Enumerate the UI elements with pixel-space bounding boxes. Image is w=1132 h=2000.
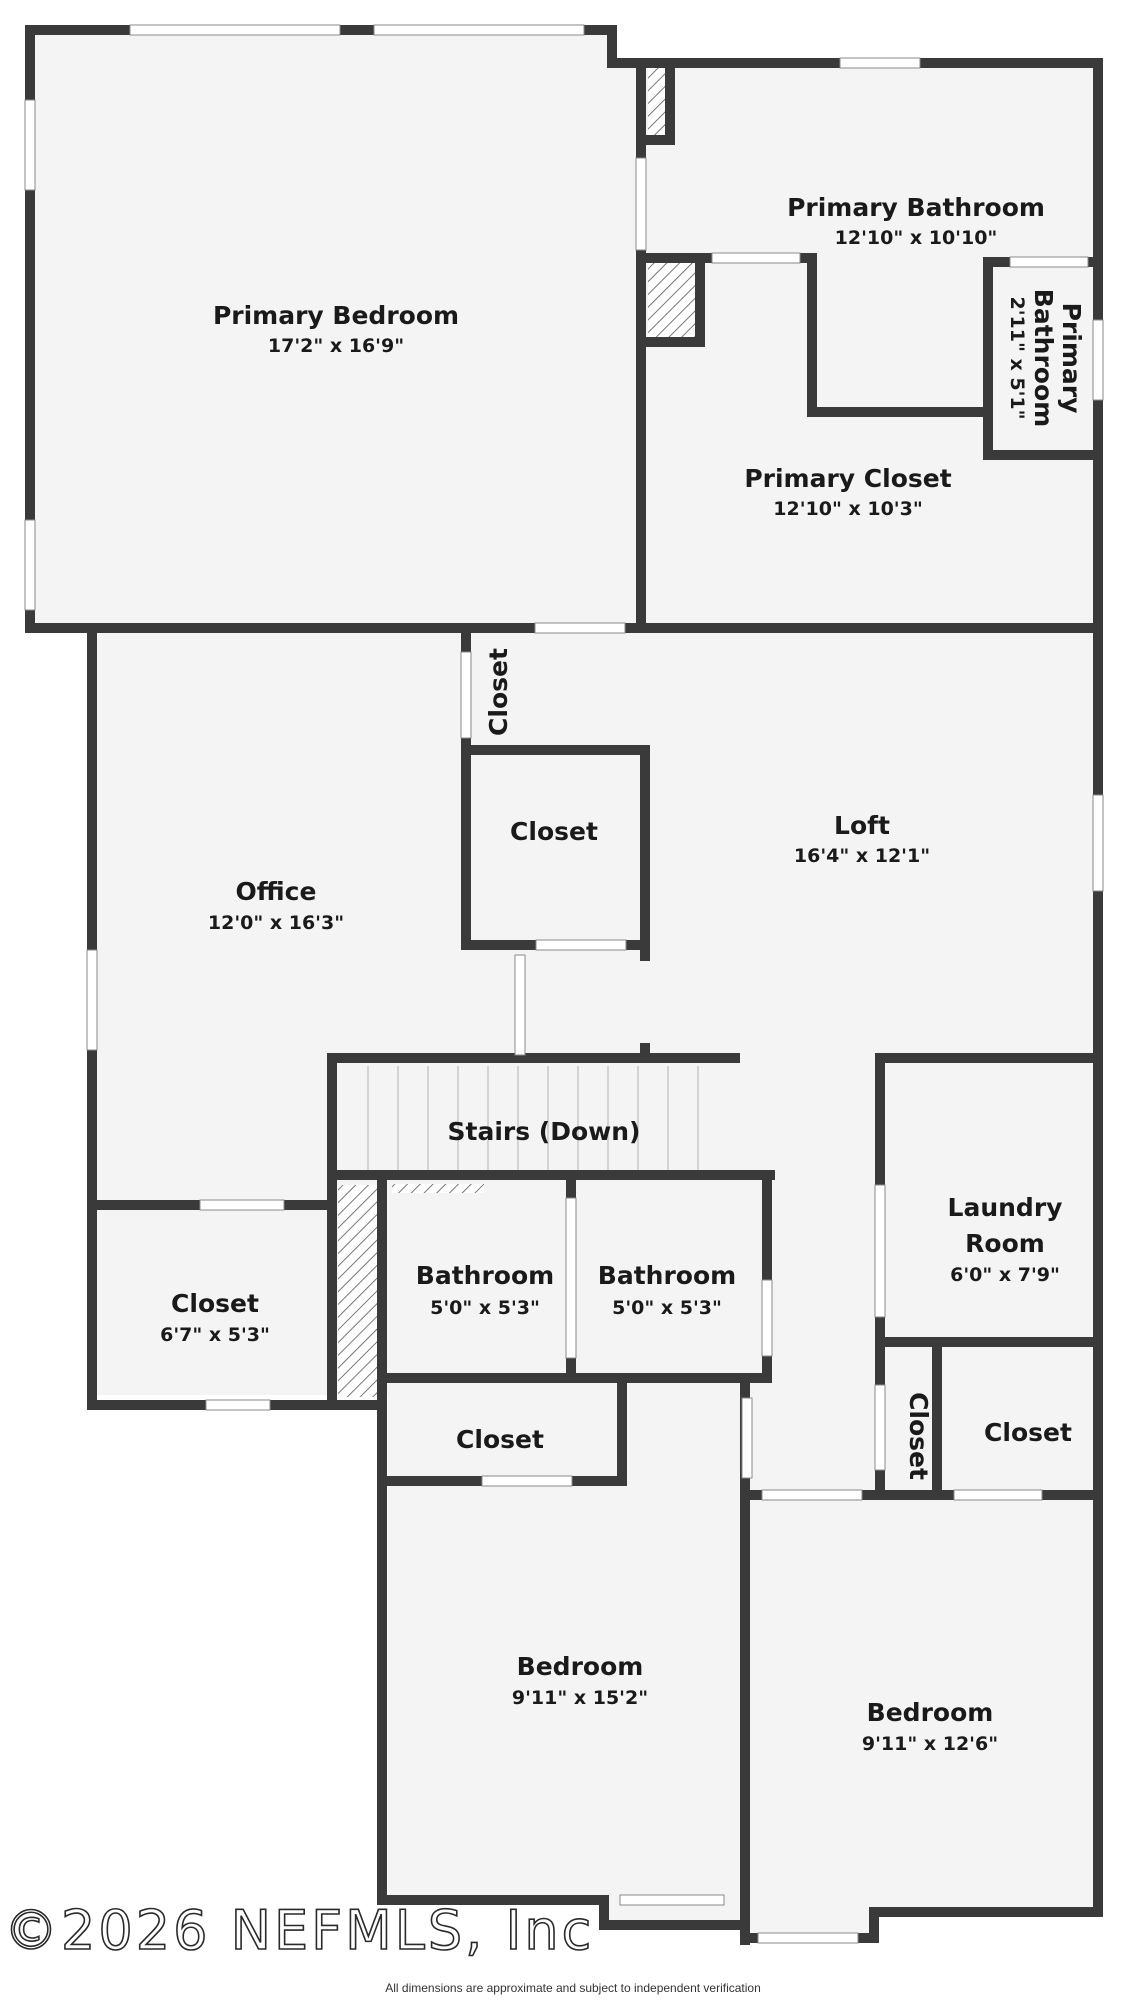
room-name-closet-office: Closet xyxy=(171,1289,259,1318)
room-name-primary-bathroom-small: Primary xyxy=(1057,303,1086,414)
room-name-closet-loft: Closet xyxy=(510,817,598,846)
staircase xyxy=(367,1066,699,1170)
room-dim-bathroom-left: 5'0" x 5'3" xyxy=(430,1297,540,1319)
room-labels: Primary Bedroom 17'2" x 16'9" Primary Ba… xyxy=(160,193,1086,1755)
chimney-shafts xyxy=(338,67,696,1397)
room-name-laundry: Laundry xyxy=(948,1193,1063,1222)
room-name-closet-right: Closet xyxy=(984,1418,1072,1447)
room-name-primary-bedroom: Primary Bedroom xyxy=(213,301,459,330)
disclaimer-text: All dimensions are approximate and subje… xyxy=(385,1981,761,1995)
room-name-loft: Loft xyxy=(834,811,890,840)
room-dim-primary-bedroom: 17'2" x 16'9" xyxy=(268,335,404,357)
room-name-bedroom-left: Bedroom xyxy=(517,1652,644,1681)
room-name-bathroom-right: Bathroom xyxy=(598,1261,736,1290)
room-dim-laundry: 6'0" x 7'9" xyxy=(950,1264,1060,1286)
room-dim-primary-closet: 12'10" x 10'3" xyxy=(773,498,922,520)
room-name-stairs: Stairs (Down) xyxy=(448,1117,641,1146)
room-dim-primary-bathroom: 12'10" x 10'10" xyxy=(835,227,998,249)
room-dim-bathroom-right: 5'0" x 5'3" xyxy=(612,1297,722,1319)
room-dim-office: 12'0" x 16'3" xyxy=(208,912,344,934)
room-dim-primary-bathroom-small: 2'11" x 5'1" xyxy=(1006,296,1028,419)
room-dim-closet-office: 6'7" x 5'3" xyxy=(160,1324,270,1346)
room-name-primary-closet: Primary Closet xyxy=(744,464,951,493)
copyright-watermark: ©2026 NEFMLS, Inc xyxy=(4,1899,594,1962)
room-name-primary-bathroom: Primary Bathroom xyxy=(787,193,1045,222)
room-name-bathroom-left: Bathroom xyxy=(416,1261,554,1290)
room-name-bedroom-right: Bedroom xyxy=(867,1698,994,1727)
floor-area xyxy=(30,30,1098,1938)
room-name-laundry-2: Room xyxy=(965,1229,1045,1258)
openings xyxy=(24,24,1104,1944)
room-name-primary-bathroom-small-2: Bathroom xyxy=(1029,289,1058,427)
room-dim-bedroom-right: 9'11" x 12'6" xyxy=(862,1733,998,1755)
room-dim-bedroom-left: 9'11" x 15'2" xyxy=(512,1687,648,1709)
room-name-office: Office xyxy=(236,877,317,906)
room-name-closet-vertical-right: Closet xyxy=(904,1392,933,1480)
room-dim-loft: 16'4" x 12'1" xyxy=(794,845,930,867)
room-name-closet-vertical-top: Closet xyxy=(484,648,513,736)
room-name-closet-bedroom: Closet xyxy=(456,1425,544,1454)
